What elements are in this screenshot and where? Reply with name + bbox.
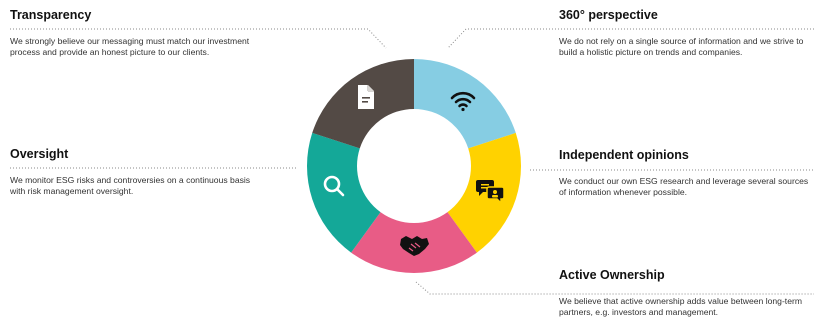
leader-line-transparency <box>10 28 387 49</box>
document-icon <box>358 85 374 109</box>
wifi-icon <box>450 91 476 112</box>
section-independent-opinions: Independent opinions We conduct our own … <box>559 148 814 198</box>
section-oversight: Oversight We monitor ESG risks and contr… <box>10 147 260 197</box>
segment-independent <box>447 132 521 253</box>
section-title: Active Ownership <box>559 268 665 282</box>
section-description: We believe that active ownership adds va… <box>559 296 802 317</box>
section-360-perspective: 360° perspective We do not rely on a sin… <box>559 8 804 58</box>
section-description: We conduct our own ESG research and leve… <box>559 176 809 197</box>
section-active-ownership: Active Ownership We believe that active … <box>559 268 814 318</box>
section-title: Independent opinions <box>559 148 689 162</box>
section-description: We do not rely on a single source of inf… <box>559 36 804 57</box>
section-title: 360° perspective <box>559 8 658 22</box>
segment-oversight <box>306 132 381 253</box>
section-description: We monitor ESG risks and controversies o… <box>10 175 251 196</box>
leader-line-ownership <box>415 281 814 295</box>
chat-bubbles-icon <box>476 180 505 205</box>
section-title: Transparency <box>10 8 92 22</box>
handshake-icon <box>400 236 429 256</box>
section-title: Oversight <box>10 147 69 161</box>
magnifier-icon <box>323 175 345 197</box>
section-description: We strongly believe our messaging must m… <box>10 36 250 57</box>
section-transparency: Transparency We strongly believe our mes… <box>10 8 260 58</box>
leader-line-perspective <box>447 28 814 49</box>
donut-icons <box>323 85 505 256</box>
